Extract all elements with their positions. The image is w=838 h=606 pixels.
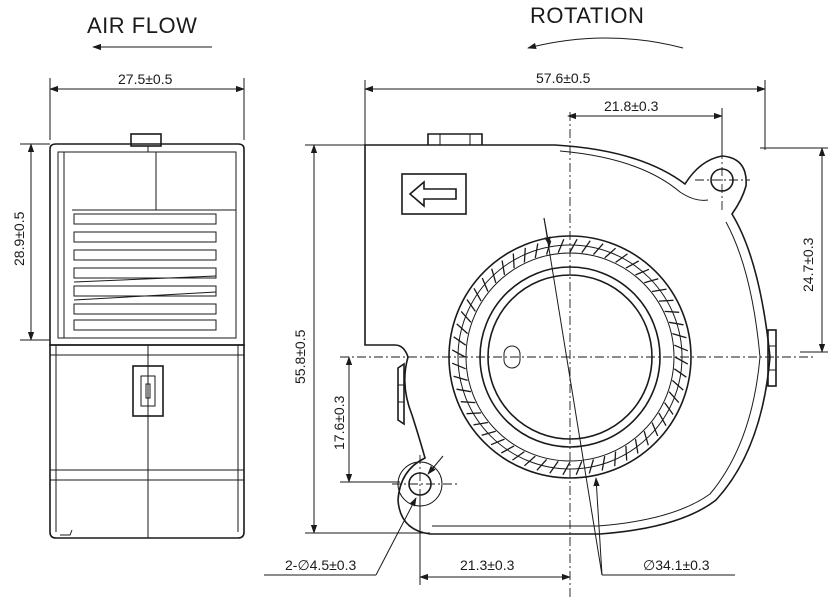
impeller-blade	[536, 458, 548, 471]
impeller-blade	[672, 332, 687, 339]
impeller-blade	[534, 243, 539, 259]
impeller-blade	[466, 412, 482, 415]
rotation-arrow	[527, 37, 684, 50]
impeller-blade	[569, 238, 578, 253]
left-arrow-icon	[408, 180, 457, 208]
impeller-blade	[604, 247, 617, 259]
impeller-blade	[651, 288, 667, 293]
dim-mount-holes: 2-∅4.5±0.3	[285, 557, 356, 573]
impeller-blade	[658, 299, 674, 302]
impeller-blade	[644, 278, 659, 284]
impeller-blade	[512, 253, 515, 269]
impeller-blade	[658, 412, 667, 427]
impeller-blade	[451, 349, 466, 358]
impeller-blade	[625, 260, 640, 269]
dim-center-hole: 21.8±0.3	[604, 98, 659, 114]
dim-side-width: 27.5±0.5	[118, 71, 173, 87]
side-view: 27.5±0.5 28.9±0.5	[11, 71, 245, 539]
front-view: 57.6±0.5 21.8±0.3	[264, 70, 828, 600]
impeller-blade	[500, 445, 515, 454]
impeller-blade	[557, 238, 565, 253]
impeller-blade	[643, 431, 649, 446]
dim-lower-hole-h: 21.3±0.3	[460, 557, 515, 573]
impeller-blades	[451, 238, 689, 476]
impeller-blade	[451, 362, 466, 370]
impeller-blade	[549, 460, 559, 474]
impeller-blade	[453, 375, 468, 382]
impeller-blade	[588, 459, 595, 474]
impeller-blade	[460, 310, 472, 323]
impeller-blade	[615, 253, 628, 263]
impeller-blade	[674, 344, 689, 352]
impeller-blade	[635, 268, 650, 276]
impeller-blade	[481, 277, 489, 292]
impeller-blade	[673, 368, 687, 378]
rotation-heading: ROTATION	[530, 3, 644, 28]
impeller-blade	[575, 461, 583, 476]
dim-hole-center-v: 24.7±0.3	[800, 237, 816, 292]
impeller-blade	[523, 455, 536, 467]
impeller-blade	[460, 401, 476, 404]
dim-total-width: 57.6±0.5	[536, 70, 591, 86]
impeller-blade	[473, 421, 489, 426]
impeller-blade	[668, 321, 684, 326]
impeller-blade	[512, 451, 525, 461]
impeller-blade	[664, 402, 674, 415]
impeller-blade	[491, 268, 497, 283]
impeller-blade	[481, 430, 496, 436]
impeller-blade	[473, 287, 482, 302]
dim-total-height: 55.8±0.5	[292, 329, 308, 384]
impeller-blade	[562, 461, 571, 476]
impeller-blade	[664, 310, 680, 313]
impeller-blade	[581, 240, 591, 254]
impeller-blade	[456, 388, 472, 393]
impeller-blade	[671, 379, 684, 391]
impeller-blade	[523, 247, 526, 263]
impeller-blade	[490, 438, 505, 446]
impeller-blade	[466, 299, 476, 312]
impeller-outer-ring	[448, 235, 692, 479]
direction-label-box	[401, 173, 467, 215]
impeller-blade	[668, 391, 680, 404]
impeller-blade	[456, 323, 469, 335]
impeller-blade	[501, 260, 506, 276]
dim-side-height: 28.9±0.5	[11, 211, 27, 266]
impeller-blade	[614, 451, 617, 467]
dim-lower-hole-v: 17.6±0.3	[331, 395, 347, 450]
impeller-blade	[453, 336, 467, 346]
impeller-blade	[651, 422, 659, 437]
impeller-blade	[592, 243, 604, 256]
dim-outlet-diameter: ∅34.1±0.3	[643, 557, 710, 573]
impeller-blade	[625, 445, 628, 461]
impeller-blade	[674, 356, 689, 365]
airflow-heading: AIR FLOW	[87, 13, 197, 38]
impeller-blade	[601, 455, 606, 471]
impeller-blade	[634, 438, 639, 454]
